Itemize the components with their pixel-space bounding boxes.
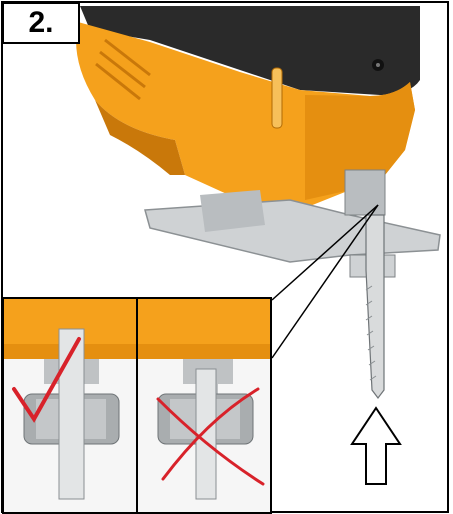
- tool-body-shade: [95, 100, 185, 175]
- cross-icon: [156, 387, 265, 486]
- blade-clamp: [344, 169, 386, 216]
- arrow-up-icon: [350, 406, 402, 485]
- detail-panel-correct: [2, 297, 138, 514]
- tool-top-housing: [80, 6, 420, 95]
- zoom-line-top: [271, 204, 379, 301]
- vent-slots: [95, 38, 151, 101]
- blade-shank-incorrect: [195, 368, 217, 500]
- blade-shank-correct: [58, 328, 85, 500]
- blade-teeth: [365, 285, 377, 381]
- saw-blade: [365, 214, 385, 399]
- step-label: 2.: [2, 2, 80, 44]
- base-shoe: [144, 199, 441, 263]
- tool-body-side: [305, 82, 415, 200]
- check-icon: [12, 337, 81, 423]
- detail-panel-incorrect: [136, 297, 272, 514]
- lever: [271, 67, 283, 129]
- zoom-line-bottom: [271, 204, 379, 359]
